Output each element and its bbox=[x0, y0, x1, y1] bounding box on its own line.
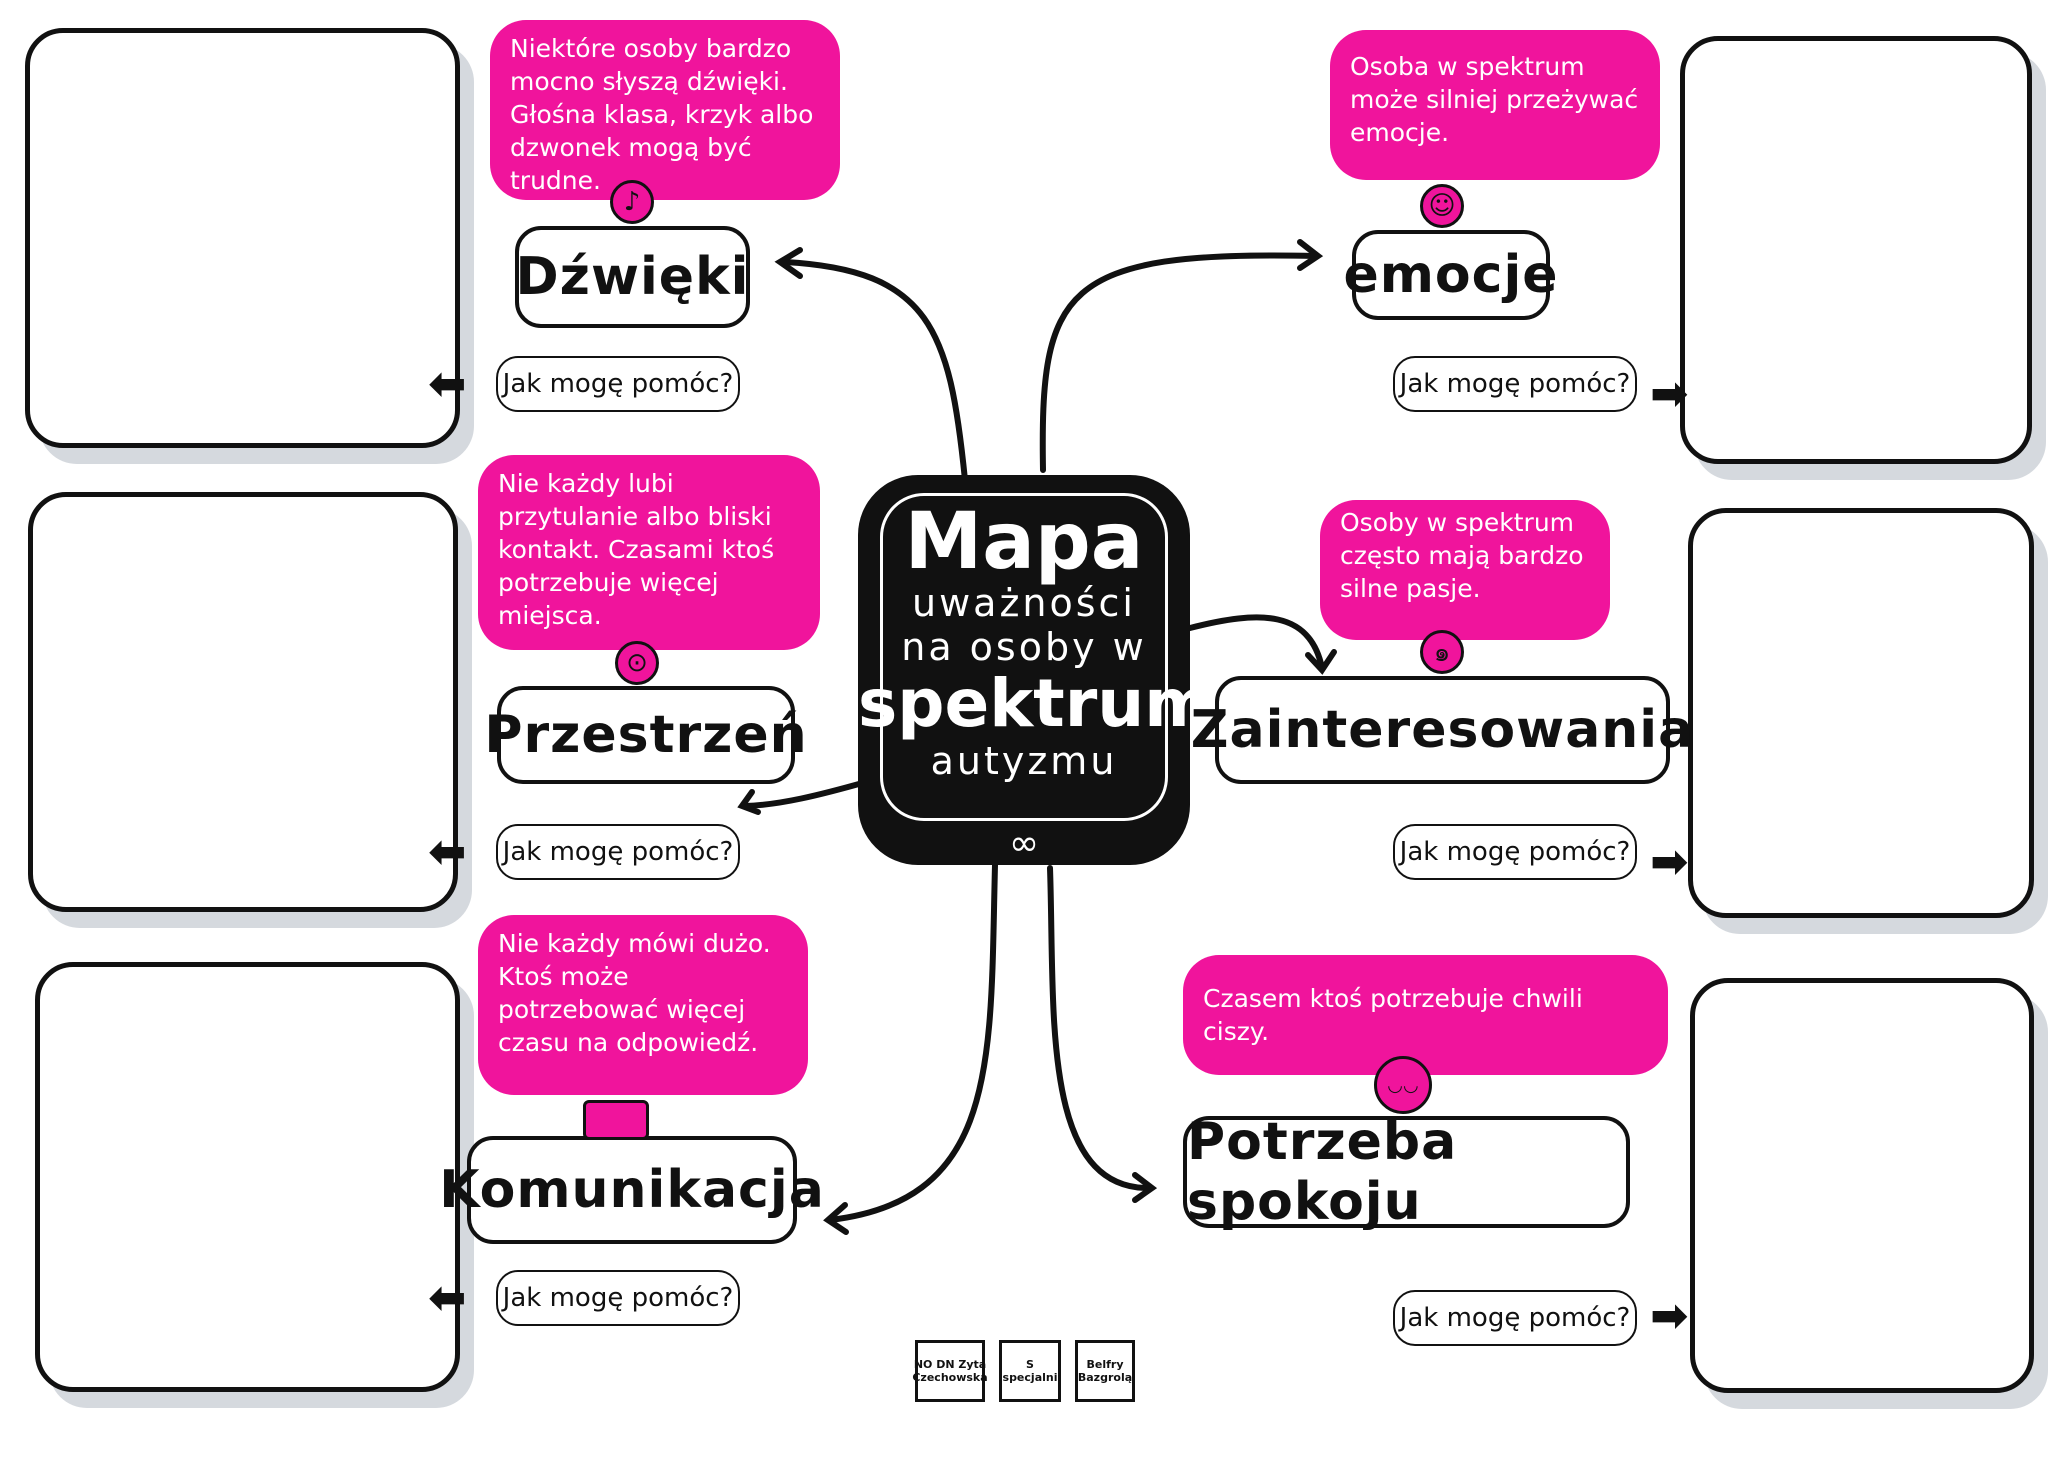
partner-logos: NO DN Zyta Czechowska S specjalni Belfry… bbox=[912, 1340, 1135, 1402]
title-mapa: Mapa bbox=[904, 497, 1144, 587]
topic-label-dzwieki: Dźwięki bbox=[515, 226, 750, 328]
topic-label-komunikacja: Komunikacja bbox=[439, 1136, 824, 1244]
answer-box-przestrzen[interactable] bbox=[28, 492, 458, 912]
speech-bubble-icon bbox=[583, 1100, 649, 1140]
note-komunikacja: Nie każdy mówi dużo. Ktoś może potrzebow… bbox=[478, 915, 808, 1095]
personal-space-icon: ⊙ bbox=[615, 641, 659, 685]
note-emocje: Osoba w spektrum może silniej przeżywać … bbox=[1330, 30, 1660, 180]
answer-box-dzwieki[interactable] bbox=[25, 28, 460, 448]
calm-face-icon: ◡◡ bbox=[1374, 1056, 1432, 1114]
answer-box-emocje[interactable] bbox=[1680, 36, 2032, 464]
help-pill-emocje: Jak mogę pomóc? bbox=[1393, 356, 1637, 412]
arrow-right-icon: ➡ bbox=[1650, 834, 1689, 888]
connector-dzwieki bbox=[782, 259, 968, 483]
logo-belfry: Belfry Bazgrolą bbox=[1075, 1340, 1135, 1402]
answer-box-spokoj[interactable] bbox=[1690, 978, 2034, 1393]
connector-przestrzen bbox=[742, 779, 869, 809]
connector-komunikacja bbox=[827, 862, 998, 1223]
connector-spokoj bbox=[1047, 865, 1153, 1192]
arrow-right-icon: ➡ bbox=[1650, 366, 1689, 420]
logo-nodn: NO DN Zyta Czechowska bbox=[912, 1340, 988, 1402]
center-title-card: Mapa uważności na osoby w spektrum autyz… bbox=[858, 475, 1214, 865]
arrow-left-icon: ⬅ bbox=[428, 356, 467, 410]
note-dzwieki: Niektóre osoby bardzo mocno słyszą dźwię… bbox=[490, 20, 840, 200]
help-pill-przestrzen: Jak mogę pomóc? bbox=[496, 824, 740, 880]
infinity-icon: ∞ bbox=[1009, 823, 1039, 864]
topic-label-emocje: emocje bbox=[1343, 230, 1558, 320]
note-spokoj: Czasem ktoś potrzebuje chwili ciszy. bbox=[1183, 955, 1668, 1075]
arrow-left-icon: ⬅ bbox=[428, 824, 467, 878]
topic-label-spokoj: Potrzeba spokoju bbox=[1183, 1112, 1630, 1232]
arrow-right-icon: ➡ bbox=[1650, 1288, 1689, 1342]
help-pill-spokoj: Jak mogę pomóc? bbox=[1393, 1290, 1637, 1346]
center-frame bbox=[880, 493, 1168, 821]
note-zainteresowania: Osoby w spektrum często mają bardzo siln… bbox=[1320, 500, 1610, 640]
lollipop-icon: ๑ bbox=[1420, 630, 1464, 674]
title-spektrum: spektrum bbox=[858, 665, 1214, 742]
topic-label-zainteresowania: Zainteresowania bbox=[1191, 676, 1693, 784]
connector-zainteresowania bbox=[1187, 614, 1325, 671]
help-pill-komunikacja: Jak mogę pomóc? bbox=[496, 1270, 740, 1326]
help-pill-dzwieki: Jak mogę pomóc? bbox=[496, 356, 740, 412]
logo-specjalni: S specjalni bbox=[999, 1340, 1061, 1402]
note-przestrzen: Nie każdy lubi przytulanie albo bliski k… bbox=[478, 455, 820, 650]
connector-emocje bbox=[1039, 252, 1318, 473]
help-pill-zainteresowania: Jak mogę pomóc? bbox=[1393, 824, 1637, 880]
arrow-left-icon: ⬅ bbox=[428, 1270, 467, 1324]
topic-label-przestrzen: Przestrzeń bbox=[484, 686, 807, 784]
title-autyzmu: autyzmu bbox=[930, 739, 1118, 783]
answer-box-zainteresowania[interactable] bbox=[1688, 508, 2034, 918]
title-uwaznosci: uważności bbox=[912, 581, 1136, 625]
music-note-icon: ♪ bbox=[610, 180, 654, 224]
smiley-icon: ☺ bbox=[1420, 184, 1464, 228]
title-na-osoby: na osoby w bbox=[901, 625, 1147, 669]
answer-box-komunikacja[interactable] bbox=[35, 962, 460, 1392]
